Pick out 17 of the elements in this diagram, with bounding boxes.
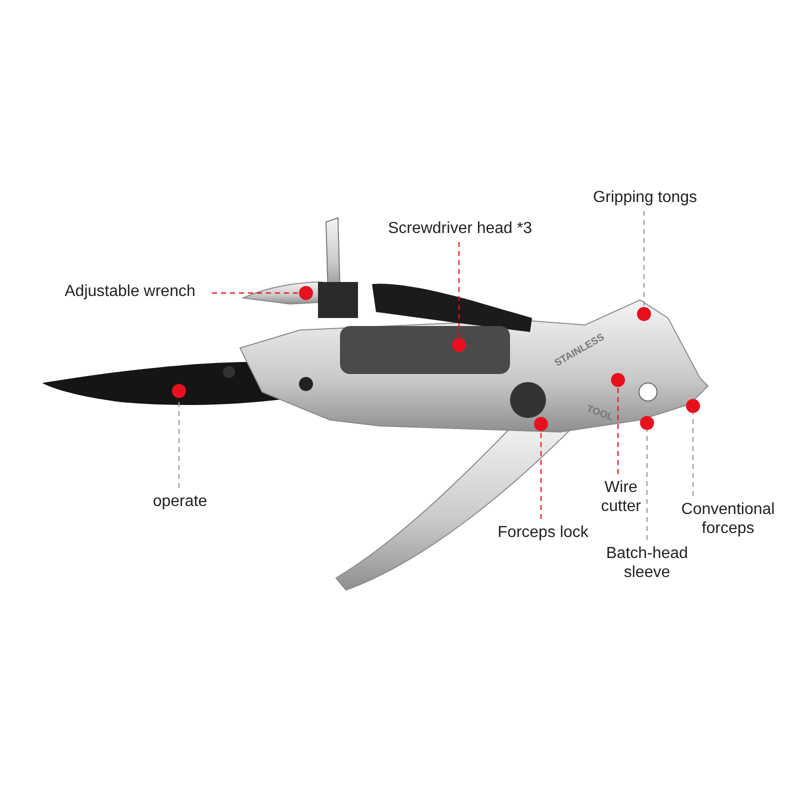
callout-label: Conventional forceps <box>680 500 776 538</box>
callout-label: Wire cutter <box>600 478 642 516</box>
callout-label: Batch-head sleeve <box>605 544 689 582</box>
leader-line <box>458 242 460 338</box>
callout-label: operate <box>152 492 208 511</box>
callout-label: Gripping tongs <box>592 188 698 207</box>
leader-line <box>212 292 299 294</box>
leader-line <box>643 211 645 307</box>
leader-line <box>692 413 694 496</box>
callout-dot <box>640 416 654 430</box>
leader-line <box>540 431 542 519</box>
callout-label: Adjustable wrench <box>64 282 196 301</box>
callout-label: Forceps lock <box>496 523 590 542</box>
callout-label: Screwdriver head *3 <box>386 219 534 238</box>
leader-line <box>646 430 648 540</box>
callout-dot <box>686 399 700 413</box>
leader-line <box>617 387 619 474</box>
